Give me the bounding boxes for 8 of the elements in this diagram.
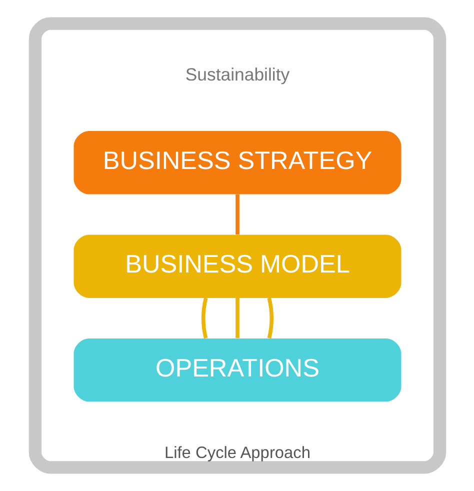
node-box: OPERATIONS [73, 338, 401, 402]
connector [200, 298, 208, 339]
node-box: BUSINESS MODEL [73, 234, 401, 298]
label: Sustainability [184, 64, 290, 85]
connector [235, 194, 239, 234]
connector [266, 298, 274, 339]
connector [235, 298, 239, 338]
node-box: BUSINESS STRATEGY [73, 131, 401, 194]
